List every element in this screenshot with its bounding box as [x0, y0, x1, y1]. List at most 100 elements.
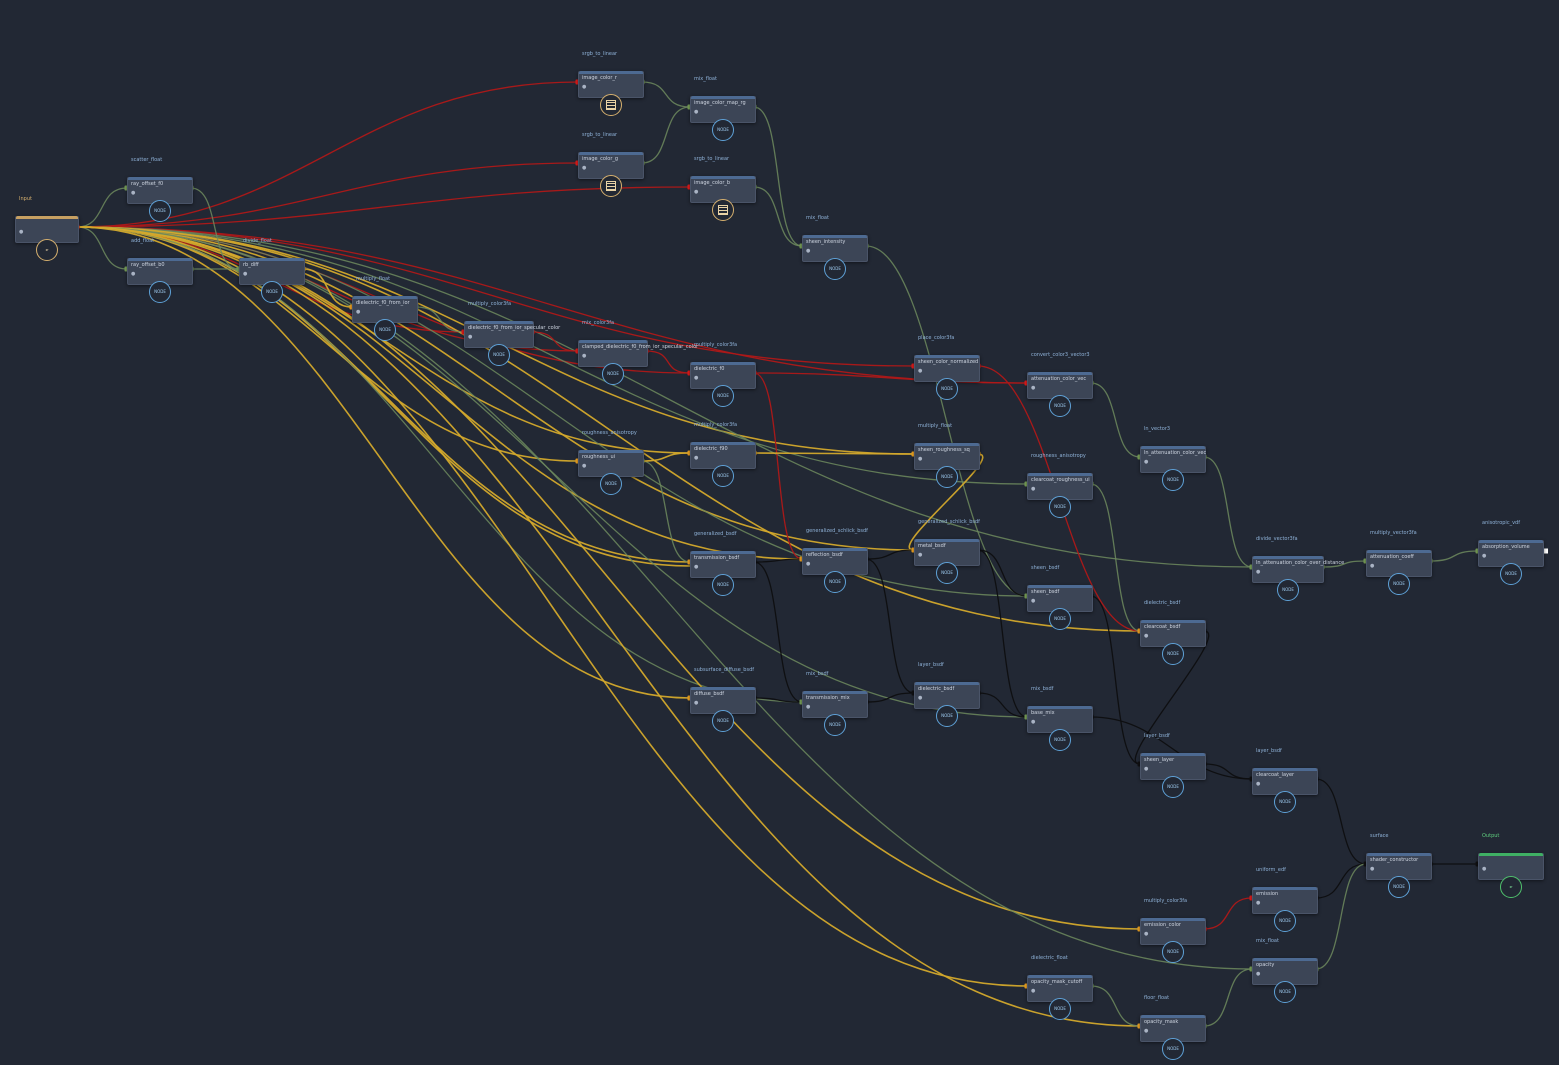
- wire-input-to-n9[interactable]: [76, 226, 915, 367]
- wire-n6-to-n8[interactable]: [645, 350, 691, 374]
- wire-n19-to-n20[interactable]: [1321, 560, 1367, 568]
- node-preview-icon[interactable]: NODE: [936, 705, 958, 727]
- node-preview-icon[interactable]: NODE: [1162, 941, 1184, 963]
- wire-n11-to-n12[interactable]: [641, 452, 691, 462]
- wire-n15-to-n19[interactable]: [1203, 456, 1253, 568]
- wire-t1-to-m1[interactable]: [641, 81, 691, 108]
- node-preview-icon[interactable]: NODE: [936, 466, 958, 488]
- node-preview-icon[interactable]: NODE: [1388, 876, 1410, 898]
- node-preview-icon[interactable]: NODE: [1049, 496, 1071, 518]
- node-preview-icon[interactable]: NODE: [600, 473, 622, 495]
- wire-input-to-n19[interactable]: [76, 226, 1253, 568]
- node-preview-icon[interactable]: NODE: [712, 385, 734, 407]
- node-preview-icon[interactable]: NODE: [712, 710, 734, 732]
- wire-n14-to-n23[interactable]: [1090, 483, 1141, 632]
- wire-n11-to-n16[interactable]: [641, 460, 691, 563]
- wire-t3-to-n7[interactable]: [753, 186, 803, 247]
- wire-n1-to-n3[interactable]: [190, 187, 240, 270]
- wire-n35-to-n33[interactable]: [1203, 968, 1253, 1027]
- node-preview-icon[interactable]: NODE: [1274, 981, 1296, 1003]
- node-preview-icon[interactable]: NODE: [488, 344, 510, 366]
- wire-input-to-n10[interactable]: [76, 226, 1028, 384]
- wire-n27-to-n29[interactable]: [1090, 716, 1253, 780]
- wire-input-to-n23[interactable]: [76, 226, 1141, 632]
- node-preview-icon[interactable]: NODE: [824, 571, 846, 593]
- wire-n5-to-n6[interactable]: [531, 331, 579, 352]
- wire-input-to-t3[interactable]: [76, 186, 691, 228]
- unconnected-output-port[interactable]: [1543, 548, 1548, 554]
- wire-n4-to-n5[interactable]: [415, 306, 465, 333]
- wire-n20-to-n21[interactable]: [1429, 550, 1479, 562]
- texture-node-icon[interactable]: [600, 94, 622, 116]
- wire-n24-to-n25[interactable]: [753, 697, 803, 703]
- wire-input-to-n2[interactable]: [76, 226, 128, 270]
- wire-t2-to-m1[interactable]: [641, 106, 691, 164]
- wire-input-to-n14[interactable]: [76, 226, 1028, 485]
- wire-n7-to-n22[interactable]: [865, 245, 1028, 597]
- graph-node-input[interactable]: Input●◂·: [15, 196, 79, 261]
- node-preview-icon[interactable]: NODE: [1162, 643, 1184, 665]
- node-preview-icon[interactable]: NODE: [1162, 776, 1184, 798]
- node-preview-icon[interactable]: ◂·: [36, 239, 58, 261]
- node-preview-icon[interactable]: NODE: [1388, 573, 1410, 595]
- wire-n8-to-n17[interactable]: [753, 372, 803, 560]
- node-preview-icon[interactable]: NODE: [712, 465, 734, 487]
- wire-n10-to-n15[interactable]: [1090, 382, 1141, 458]
- node-preview-icon[interactable]: NODE: [1049, 998, 1071, 1020]
- wire-n17-to-n18[interactable]: [865, 549, 915, 560]
- wire-n18-to-n27[interactable]: [977, 549, 1028, 718]
- node-preview-icon[interactable]: NODE: [374, 319, 396, 341]
- wire-n3-to-n4[interactable]: [302, 268, 353, 308]
- wire-input-to-n24[interactable]: [76, 226, 691, 699]
- node-preview-icon[interactable]: NODE: [1162, 469, 1184, 491]
- wire-n29-to-n30[interactable]: [1315, 778, 1367, 865]
- wire-n25-to-n26[interactable]: [865, 692, 915, 703]
- node-preview-icon[interactable]: NODE: [1274, 791, 1296, 813]
- wire-n22-to-n28[interactable]: [1090, 595, 1141, 765]
- node-preview-icon[interactable]: NODE: [1274, 910, 1296, 932]
- texture-node-icon[interactable]: [712, 199, 734, 221]
- graph-node-out[interactable]: Output●◂·: [1478, 833, 1544, 898]
- node-preview-icon[interactable]: NODE: [602, 363, 624, 385]
- wire-n12-to-n13[interactable]: [753, 452, 915, 455]
- node-preview-icon[interactable]: NODE: [1500, 563, 1522, 585]
- node-preview-icon[interactable]: NODE: [1277, 579, 1299, 601]
- wire-input-to-n17[interactable]: [76, 226, 803, 560]
- node-preview-icon[interactable]: NODE: [1162, 1038, 1184, 1060]
- wire-m1-to-n7[interactable]: [753, 106, 803, 247]
- node-preview-icon[interactable]: NODE: [1049, 395, 1071, 417]
- wire-n34-to-n35[interactable]: [1090, 985, 1141, 1027]
- node-preview-icon[interactable]: NODE: [1049, 608, 1071, 630]
- node-preview-icon[interactable]: NODE: [824, 714, 846, 736]
- texture-node-icon[interactable]: [600, 175, 622, 197]
- node-preview-icon[interactable]: NODE: [261, 281, 283, 303]
- wire-n8-to-n10[interactable]: [753, 372, 1028, 384]
